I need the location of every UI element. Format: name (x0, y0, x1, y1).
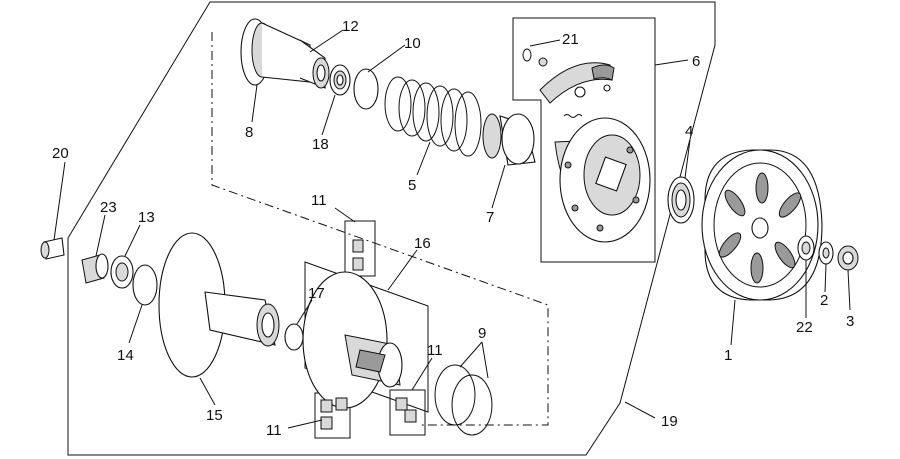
callout-17: 17 (308, 285, 325, 302)
part-20-bushing (40, 237, 65, 260)
callout-labels: 1 2 3 4 5 6 7 8 9 10 11 11 11 12 13 14 1… (52, 18, 854, 439)
part-9-rings (434, 364, 493, 436)
callout-13: 13 (138, 209, 155, 226)
part-21-washer (538, 57, 548, 67)
part-8-pulley-hub (240, 18, 330, 89)
callout-5: 5 (408, 177, 416, 194)
callout-12: 12 (342, 18, 359, 35)
slider-box-right (389, 389, 426, 436)
callout-7: 7 (486, 209, 494, 226)
leader-lines (53, 29, 851, 429)
callout-11-right: 11 (427, 342, 443, 359)
part-10-ring (353, 68, 379, 110)
callout-14: 14 (117, 347, 134, 364)
part-15-fixed-pulley (158, 232, 280, 378)
callout-3: 3 (846, 313, 854, 330)
part-1-clutch-bell (701, 149, 823, 301)
part-11-slider-left (320, 397, 348, 430)
callout-21: 21 (562, 31, 579, 48)
callout-16: 16 (414, 235, 431, 252)
part-4-spacer (667, 176, 695, 224)
part-22-washer (797, 235, 815, 261)
part-3-nut (837, 245, 859, 271)
callout-19: 19 (661, 413, 678, 430)
callout-23: 23 (100, 199, 117, 216)
part-5-spring (384, 76, 482, 157)
part-6-clutch-spring (563, 114, 583, 118)
part-7-sleeve (482, 113, 536, 166)
part-16-movable-drive-face (302, 271, 403, 409)
callout-6: 6 (692, 53, 700, 70)
part-14-ring (132, 264, 158, 306)
callout-11-top: 11 (311, 192, 327, 209)
callout-18: 18 (312, 136, 329, 153)
part-2-washer (818, 241, 834, 265)
callout-1: 1 (724, 347, 732, 364)
part-11-slider-top (352, 239, 364, 271)
callout-22: 22 (796, 319, 813, 336)
callout-9: 9 (478, 325, 486, 342)
part-6-clutch-plate (554, 117, 651, 243)
callout-10: 10 (404, 35, 421, 52)
part-23-needle-bearing (81, 253, 109, 284)
callout-8: 8 (245, 124, 253, 141)
part-13-bearing (110, 255, 134, 289)
part-6-clutch-shoe (539, 62, 615, 104)
assembly-frame-outline (67, 1, 716, 456)
part-11-slider-right (395, 397, 417, 423)
callout-20: 20 (52, 145, 69, 162)
callout-15: 15 (206, 407, 223, 424)
callout-2: 2 (820, 292, 828, 309)
movable-half-boundary (211, 32, 549, 426)
callout-4: 4 (685, 123, 693, 140)
callout-11-left: 11 (266, 422, 282, 439)
clutch-assembly-frame (512, 17, 656, 263)
part-17-o-ring (284, 323, 304, 351)
part-18-bearing (329, 64, 351, 96)
part-21-clip (522, 48, 532, 62)
